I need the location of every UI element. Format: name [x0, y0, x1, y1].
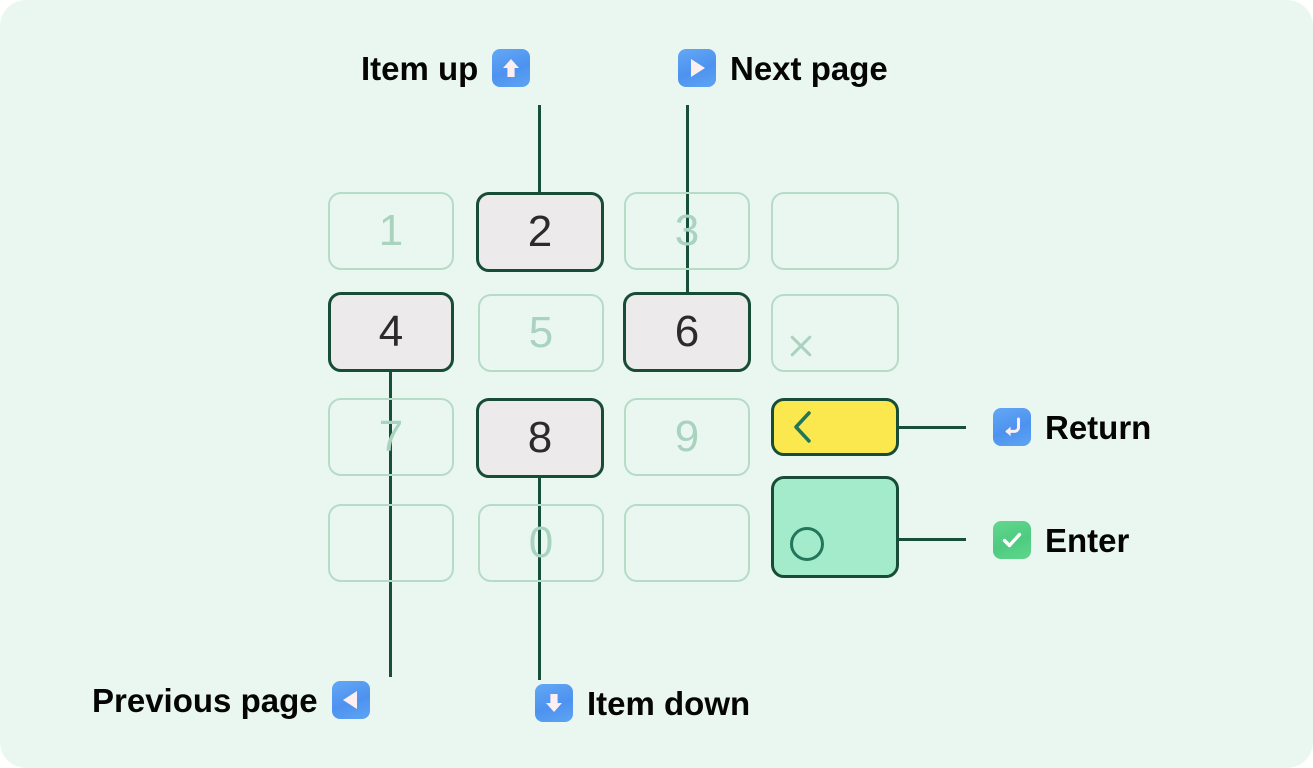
key-return[interactable]	[771, 398, 899, 456]
key-5[interactable]: 5	[478, 294, 604, 372]
numeric-keypad: 1 2 3 4 5 6 7 8 9	[328, 192, 900, 582]
key-3[interactable]: 3	[624, 192, 750, 270]
annotation-label: Previous page	[92, 681, 318, 719]
connector-line-return	[898, 426, 966, 429]
key-label: 8	[527, 413, 553, 462]
key-9[interactable]: 9	[624, 398, 750, 476]
arrow-up-icon	[492, 49, 531, 87]
key-2[interactable]: 2	[476, 192, 604, 272]
key-0[interactable]: 0	[478, 504, 604, 582]
connector-line-item-down	[538, 478, 541, 680]
annotation-enter: Enter	[993, 521, 1129, 559]
key-enter[interactable]	[771, 476, 899, 578]
arrow-down-icon	[535, 684, 573, 722]
connector-line-previous-page	[389, 372, 392, 677]
annotation-return: Return	[993, 408, 1151, 446]
key-4[interactable]: 4	[328, 292, 454, 372]
key-7[interactable]: 7	[328, 398, 454, 476]
check-icon	[993, 521, 1031, 559]
annotation-item-down: Item down	[535, 684, 750, 722]
key-label: 0	[528, 518, 554, 567]
circle-icon	[790, 527, 824, 561]
key-clear[interactable]	[771, 294, 899, 372]
return-arrow-icon	[993, 408, 1031, 446]
key-blank-bottom-left[interactable]	[328, 504, 454, 582]
key-label: 3	[674, 206, 700, 255]
annotation-label: Item down	[587, 684, 751, 722]
key-label: 4	[378, 307, 404, 356]
key-label: 9	[674, 412, 700, 461]
play-left-icon	[331, 681, 370, 719]
annotation-label: Item up	[361, 49, 479, 87]
annotation-item-up: Item up	[361, 49, 531, 87]
connector-line-enter	[898, 538, 966, 541]
times-icon	[787, 332, 815, 360]
annotation-previous-page: Previous page	[92, 681, 370, 719]
annotation-label: Enter	[1045, 521, 1130, 559]
connector-line-item-up	[538, 105, 541, 195]
key-blank-top-right[interactable]	[771, 192, 899, 270]
connector-line-next-page	[686, 105, 689, 300]
key-6[interactable]: 6	[623, 292, 751, 372]
key-8[interactable]: 8	[476, 398, 604, 478]
key-label: 7	[378, 412, 404, 461]
annotation-label: Next page	[730, 49, 888, 87]
key-label: 1	[378, 206, 404, 255]
key-label: 2	[527, 207, 553, 256]
annotation-next-page: Next page	[678, 49, 888, 87]
key-1[interactable]: 1	[328, 192, 454, 270]
key-blank-bottom-center[interactable]	[624, 504, 750, 582]
key-label: 6	[674, 307, 700, 356]
play-right-icon	[678, 49, 716, 87]
annotation-label: Return	[1045, 408, 1152, 446]
chevron-left-icon	[794, 411, 811, 443]
key-label: 5	[528, 308, 554, 357]
